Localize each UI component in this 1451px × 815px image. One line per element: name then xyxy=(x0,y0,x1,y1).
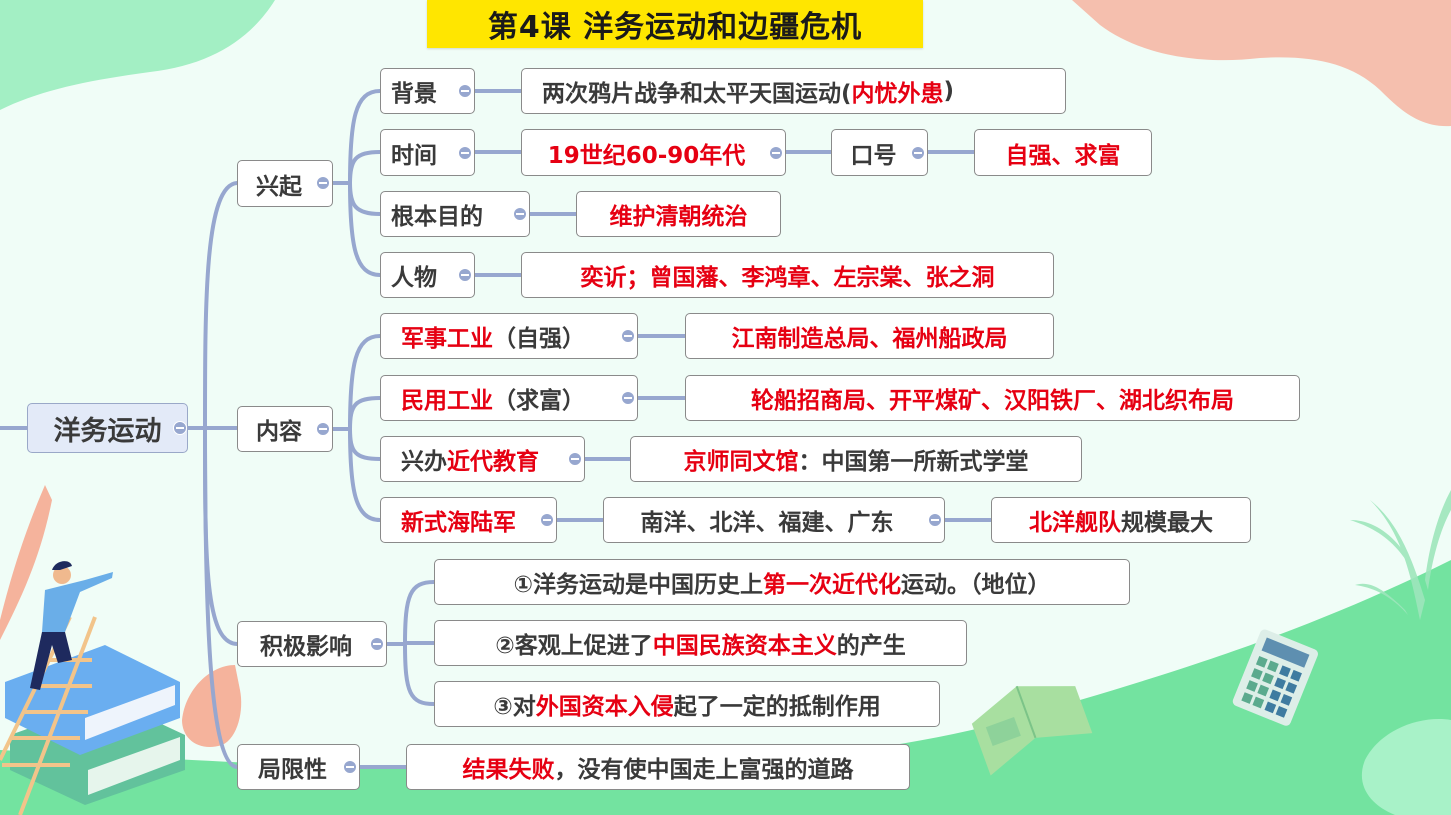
limitation-detail[interactable]: 结果失败，没有使中国走上富强的道路 xyxy=(406,744,910,790)
background-detail-red: 内忧外患 xyxy=(851,81,944,107)
node-purpose-detail[interactable]: 维护清朝统治 xyxy=(576,191,781,237)
impact-item-3[interactable]: ③对外国资本入侵起了一定的抵制作用 xyxy=(434,681,940,727)
slogan-detail: 自强、求富 xyxy=(1005,142,1121,169)
civil-label-red: 民用工业 xyxy=(401,388,493,414)
impact-3-red: 外国资本入侵 xyxy=(535,694,674,720)
node-army-detail[interactable]: 北洋舰队规模最大 xyxy=(991,497,1251,543)
node-military-detail[interactable]: 江南制造总局、福州船政局 xyxy=(685,313,1054,359)
army-detail-plain: 规模最大 xyxy=(1121,510,1213,536)
limitation-detail-plain: ，没有使中国走上富强的道路 xyxy=(554,757,854,783)
root-node[interactable]: 洋务运动 xyxy=(27,403,188,453)
impact-1-suffix: 运动。（地位） xyxy=(900,572,1051,598)
calculator-icon xyxy=(1232,629,1318,726)
collapse-icon[interactable] xyxy=(540,513,554,527)
collapse-icon[interactable] xyxy=(316,176,330,190)
military-label-plain: （自强） xyxy=(493,326,585,352)
education-detail-plain: ：中国第一所新式学堂 xyxy=(798,449,1029,475)
impact-1-prefix: ①洋务运动是中国历史上 xyxy=(513,572,763,598)
monstera-leaf-icon xyxy=(1361,719,1451,815)
collapse-icon[interactable] xyxy=(458,146,472,160)
impact-2-suffix: 的产生 xyxy=(836,633,906,659)
collapse-icon[interactable] xyxy=(458,84,472,98)
root-label: 洋务运动 xyxy=(53,415,162,447)
person-climbing-icon xyxy=(30,561,113,690)
open-book-icon xyxy=(971,685,1093,776)
collapse-icon[interactable] xyxy=(621,329,635,343)
education-label-red: 近代教育 xyxy=(447,449,539,475)
impact-item-2[interactable]: ②客观上促进了中国民族资本主义的产生 xyxy=(434,620,967,666)
node-time-label: 时间 xyxy=(391,142,437,169)
collapse-icon[interactable] xyxy=(173,421,187,435)
collapse-icon[interactable] xyxy=(621,391,635,405)
impact-2-prefix: ②客观上促进了 xyxy=(495,633,653,659)
impact-3-prefix: ③对 xyxy=(493,694,536,720)
education-detail-red: 京师同文馆 xyxy=(683,449,799,475)
green-band-bottom xyxy=(0,560,1451,815)
slogan-label: 口号 xyxy=(850,142,897,169)
branch-content-label: 内容 xyxy=(256,419,302,445)
node-background-detail[interactable]: 两次鸦片战争和太平天国运动(内忧外患) xyxy=(521,68,1066,114)
page-title: 第4课 洋务运动和边疆危机 xyxy=(427,0,923,48)
time-detail: 19世纪60-90年代 xyxy=(547,142,746,169)
collapse-icon[interactable] xyxy=(769,146,783,160)
people-detail: 奕䜣；曾国藩、李鸿章、左宗棠、张之洞 xyxy=(580,265,995,291)
node-purpose-label: 根本目的 xyxy=(391,204,483,230)
civil-detail: 轮船招商局、开平煤矿、汉阳铁厂、湖北织布局 xyxy=(751,388,1234,414)
node-civil-detail[interactable]: 轮船招商局、开平煤矿、汉阳铁厂、湖北织布局 xyxy=(685,375,1300,421)
branch-limitation[interactable]: 局限性 xyxy=(237,744,360,790)
node-education[interactable]: 兴办近代教育 xyxy=(380,436,585,482)
node-army-fleets[interactable]: 南洋、北洋、福建、广东 xyxy=(603,497,945,543)
collapse-icon[interactable] xyxy=(513,207,527,221)
peach-monstera-icon xyxy=(182,665,242,748)
limitation-detail-red: 结果失败 xyxy=(462,757,555,783)
collapse-icon[interactable] xyxy=(911,146,925,160)
peach-blob-top-right xyxy=(1072,0,1451,127)
education-label-plain: 兴办 xyxy=(401,449,447,475)
army-fleets: 南洋、北洋、福建、广东 xyxy=(640,510,894,536)
army-label: 新式海陆军 xyxy=(401,510,516,536)
army-detail-red: 北洋舰队 xyxy=(1029,510,1121,536)
branch-rise-label: 兴起 xyxy=(256,173,302,200)
collapse-icon[interactable] xyxy=(568,452,582,466)
impact-3-suffix: 起了一定的抵制作用 xyxy=(673,694,881,720)
peach-leaf-left-icon xyxy=(0,485,52,640)
green-blob-top-left xyxy=(0,0,275,110)
collapse-icon[interactable] xyxy=(458,268,472,282)
impact-2-red: 中国民族资本主义 xyxy=(652,633,837,659)
military-detail: 江南制造总局、福州船政局 xyxy=(731,326,1008,352)
collapse-icon[interactable] xyxy=(370,637,384,651)
purpose-detail: 维护清朝统治 xyxy=(609,204,748,230)
impact-1-red: 第一次近代化 xyxy=(762,572,901,598)
node-people-detail[interactable]: 奕䜣；曾国藩、李鸿章、左宗棠、张之洞 xyxy=(521,252,1054,298)
civil-label-plain: （求富） xyxy=(493,388,585,414)
node-purpose[interactable]: 根本目的 xyxy=(380,191,530,237)
node-civil-industry[interactable]: 民用工业（求富） xyxy=(380,375,638,421)
collapse-icon[interactable] xyxy=(928,513,942,527)
node-army[interactable]: 新式海陆军 xyxy=(380,497,557,543)
branch-impact-label: 积极影响 xyxy=(260,634,352,660)
node-time-detail[interactable]: 19世纪60-90年代 xyxy=(521,129,786,176)
collapse-icon[interactable] xyxy=(316,422,330,436)
node-background-label: 背景 xyxy=(391,81,437,107)
node-military-industry[interactable]: 军事工业（自强） xyxy=(380,313,638,359)
node-slogan-detail[interactable]: 自强、求富 xyxy=(974,129,1152,176)
background-detail-plain: 两次鸦片战争和太平天国运动( xyxy=(542,81,852,107)
node-people-label: 人物 xyxy=(391,265,437,291)
collapse-icon[interactable] xyxy=(343,760,357,774)
node-education-detail[interactable]: 京师同文馆：中国第一所新式学堂 xyxy=(630,436,1082,482)
military-label-red: 军事工业 xyxy=(401,326,493,352)
impact-item-1[interactable]: ①洋务运动是中国历史上第一次近代化运动。（地位） xyxy=(434,559,1130,605)
palm-plant-icon xyxy=(1350,490,1451,620)
branch-impact[interactable]: 积极影响 xyxy=(237,621,387,667)
background-detail-end: ) xyxy=(943,78,955,104)
branch-limitation-label: 局限性 xyxy=(258,757,327,783)
